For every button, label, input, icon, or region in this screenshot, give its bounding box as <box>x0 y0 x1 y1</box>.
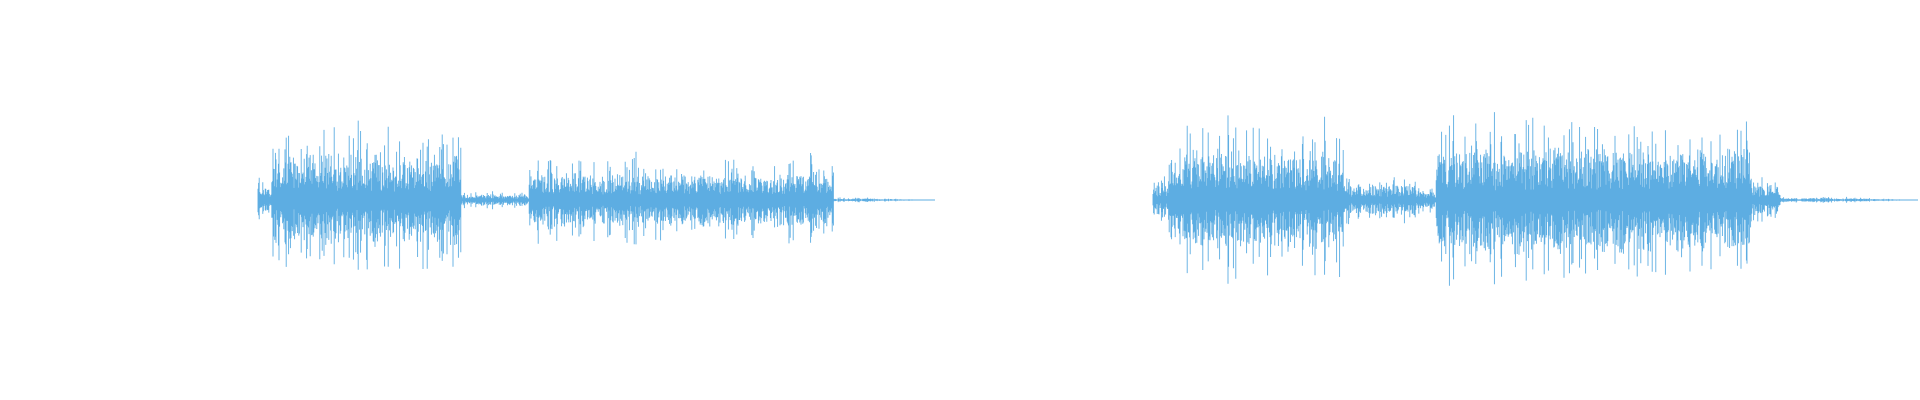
waveform-left-plot <box>257 120 935 270</box>
waveform-right-signal <box>1152 112 1918 286</box>
waveform-left-signal <box>257 120 935 270</box>
waveform-right <box>960 0 1920 400</box>
waveform-left <box>257 120 935 270</box>
waveform-right-plot <box>1152 112 1918 286</box>
